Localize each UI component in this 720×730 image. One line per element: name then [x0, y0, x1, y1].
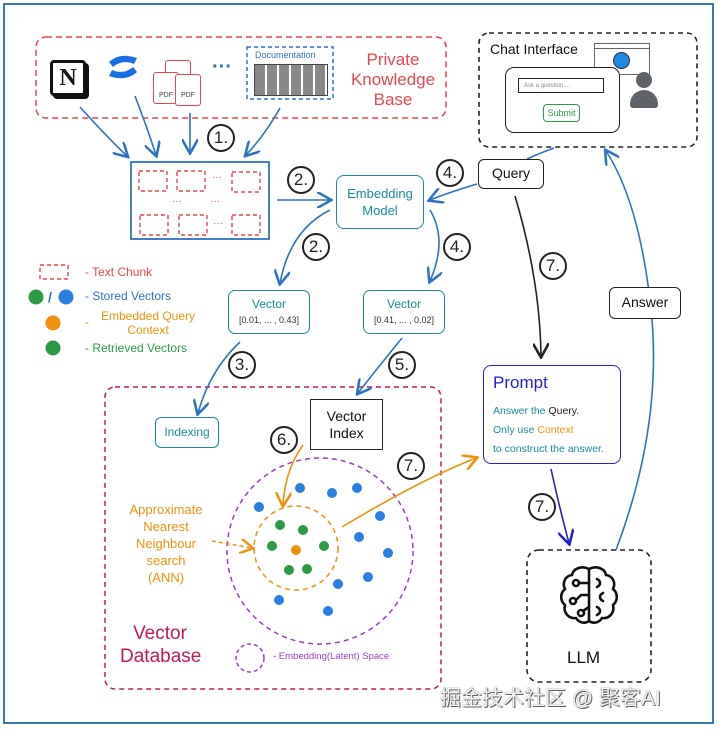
vector-index-node: Vector Index	[310, 399, 383, 450]
brain-icon	[559, 566, 619, 624]
step-2-marker: 2.	[302, 233, 330, 261]
vector-title: Vector	[251, 297, 287, 311]
indexing-node: Indexing	[155, 417, 219, 448]
ann-line: Neighbour	[136, 536, 196, 551]
documents-icon	[254, 64, 328, 96]
pdf-label: PDF	[175, 74, 201, 106]
legend-stored-vectors: - Stored Vectors	[85, 289, 172, 303]
ann-line: search	[146, 553, 186, 568]
kb-title-line: Knowledge	[350, 70, 436, 89]
step-7-marker: 7.	[397, 452, 425, 480]
ingest-arrows	[79, 95, 281, 156]
step-6-marker: 6.	[270, 426, 298, 454]
vector-index-label: Vector	[326, 408, 367, 424]
embedding-model-node: Embedding Model	[336, 175, 424, 229]
legend-query-dot	[45, 315, 61, 331]
submit-button[interactable]: Submit	[543, 104, 580, 122]
step-2-marker: 2.	[287, 166, 315, 194]
prompt-line-1: Answer the Query.	[493, 402, 620, 421]
llm-box	[526, 549, 652, 683]
vector-database-box	[104, 386, 442, 690]
latent-legend-circle	[235, 643, 265, 673]
documentation-label: Documentation	[255, 50, 316, 60]
pdf-label: PDF	[153, 72, 179, 104]
prompt-context-word: Context	[537, 424, 574, 436]
diagram-frame	[3, 3, 714, 724]
legend-query-dash: -	[85, 315, 89, 329]
prompt-node: Prompt Answer the Query. Only use Contex…	[483, 365, 621, 464]
vector-database-title: Vector Database	[120, 622, 202, 668]
prompt-line-2: Only use Context	[493, 421, 620, 440]
vector-db-title-line: Database	[120, 646, 202, 667]
notion-logo: N	[50, 60, 86, 96]
prompt-text: Only use	[493, 424, 535, 436]
legend-retrieved-vectors: - Retrieved Vectors	[85, 341, 188, 355]
embedding-label: Embedding	[347, 186, 413, 201]
vector-db-title-line: Vector	[133, 623, 187, 644]
watermark: 掘金技术社区 @ 聚客AI	[440, 687, 661, 710]
vector-title: Vector	[386, 297, 422, 311]
prompt-title: Prompt	[493, 373, 548, 392]
stored-vector-dots	[254, 483, 393, 616]
user-avatar-icon	[630, 72, 658, 108]
legend-stored-green-dot	[28, 289, 44, 305]
question-input[interactable]: Ask a question....	[518, 78, 604, 93]
prompt-line-3: to construct the answer.	[493, 443, 604, 455]
ann-line: Approximate	[129, 502, 203, 517]
step-7-marker: 7.	[528, 493, 556, 521]
documentation-box	[246, 46, 334, 100]
kb-title-line: Private	[366, 50, 420, 69]
latent-space-legend: - Embedding(Latent) Space	[273, 651, 390, 662]
prompt-query-word: Query.	[548, 405, 580, 417]
step-1-marker: 1.	[207, 124, 235, 152]
knowledge-base-title: Private Knowledge Base	[348, 50, 438, 110]
confluence-logo	[109, 55, 137, 79]
vector-index-label: Index	[329, 425, 364, 441]
legend-stored-separator: /	[48, 289, 52, 305]
chunk-ellipsis: ···	[213, 218, 223, 229]
latent-space-circle	[226, 457, 414, 645]
pdf-files-icon: PDF PDF	[153, 60, 203, 106]
text-chunks	[138, 170, 261, 236]
chat-interface-title: Chat Interface	[490, 41, 578, 57]
query-node: Query	[478, 159, 544, 189]
step-3-marker: 3.	[228, 351, 256, 379]
knowledge-base-box	[35, 36, 447, 119]
embedding-label: Model	[362, 203, 398, 218]
ann-label: Approximate Nearest Neighbour search (AN…	[118, 501, 214, 586]
kb-title-line: Base	[373, 90, 413, 109]
vector-node-query: Vector [0.41, ... , 0.02]	[363, 290, 445, 334]
step-4-marker: 4.	[436, 159, 464, 187]
vector-value: [0.01, ... , 0.43]	[238, 315, 300, 325]
sources-ellipsis: ···	[212, 56, 232, 78]
llm-label: LLM	[567, 648, 601, 667]
legend-text-chunk-icon	[39, 264, 69, 280]
ann-line: (ANN)	[147, 570, 185, 585]
chunk-ellipsis: ···	[212, 172, 222, 183]
legend-line: Context	[127, 323, 169, 337]
legend-embedded-query: Embedded Query Context	[93, 309, 203, 337]
legend-stored-blue-dot	[58, 289, 74, 305]
ann-line: Nearest	[143, 519, 189, 534]
answer-node: Answer	[609, 287, 681, 319]
step-4-marker: 4.	[443, 233, 471, 261]
vector-node-chunks: Vector [0.01, ... , 0.43]	[228, 290, 310, 334]
step-5-marker: 5.	[388, 351, 416, 379]
ann-circle	[253, 505, 339, 591]
chunk-ellipsis: ···	[172, 196, 182, 207]
chat-interface-box	[478, 32, 698, 148]
step-7-marker: 7.	[539, 252, 567, 280]
query-vector-dot	[291, 545, 301, 555]
legend-line: Embedded Query	[100, 309, 196, 323]
legend-retrieved-dot	[45, 340, 61, 356]
legend-text-chunk: - Text Chunk	[85, 265, 153, 279]
prompt-text: Answer the	[493, 405, 546, 417]
chunks-container	[130, 161, 270, 240]
vector-value: [0.41, ... , 0.02]	[373, 315, 435, 325]
chunk-ellipsis: ···	[210, 196, 220, 207]
chat-form: Ask a question.... Submit	[505, 67, 620, 133]
retrieved-vector-dots	[267, 520, 329, 575]
